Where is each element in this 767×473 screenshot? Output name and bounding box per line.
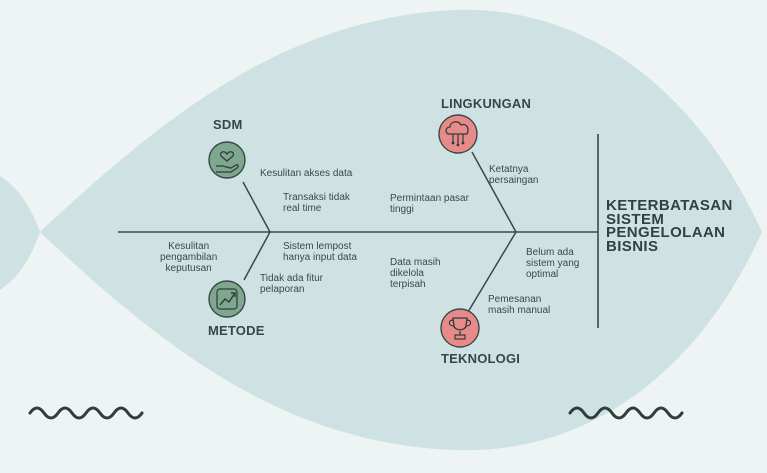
wave-right [568,406,684,420]
bone-lingkungan [471,151,517,233]
problem-title: KETERBATASAN SISTEM PENGELOLAAN BISNIS [606,197,733,255]
wave-left [28,406,144,420]
cause-data-masih: Data masih dikelola terpisah [390,257,441,290]
cause-pemesanan: Pemesanan masih manual [488,294,551,316]
bone-metode [243,231,271,281]
fish-body [40,9,762,451]
category-lingkungan: LINGKUNGAN [441,96,532,111]
cause-sistem-lempost: Sistem lempost hanya input data [283,241,357,263]
fish-tail [0,176,40,290]
cloud-network-icon [438,114,478,154]
cause-tidak-ada-fitur: Tidak ada fitur pelaporan [260,273,323,295]
cause-transaksi: Transaksi tidak real time [283,192,350,214]
hand-heart-icon [208,141,246,179]
bone-sdm [242,181,271,233]
bone-teknologi [467,231,517,313]
cause-belum-ada: Belum ada sistem yang optimal [526,247,580,280]
cause-kesulitan-pengambilan: Kesulitan pengambilan keputusan [160,241,218,274]
category-sdm: SDM [213,117,243,132]
category-metode: METODE [208,323,265,338]
cause-permintaan: Permintaan pasar tinggi [390,193,469,215]
trending-up-icon [208,280,246,318]
cause-ketatnya: Ketatnya persaingan [489,164,539,186]
cause-kesulitan-akses: Kesulitan akses data [260,168,353,179]
trophy-icon [440,308,480,348]
category-teknologi: TEKNOLOGI [441,351,521,366]
